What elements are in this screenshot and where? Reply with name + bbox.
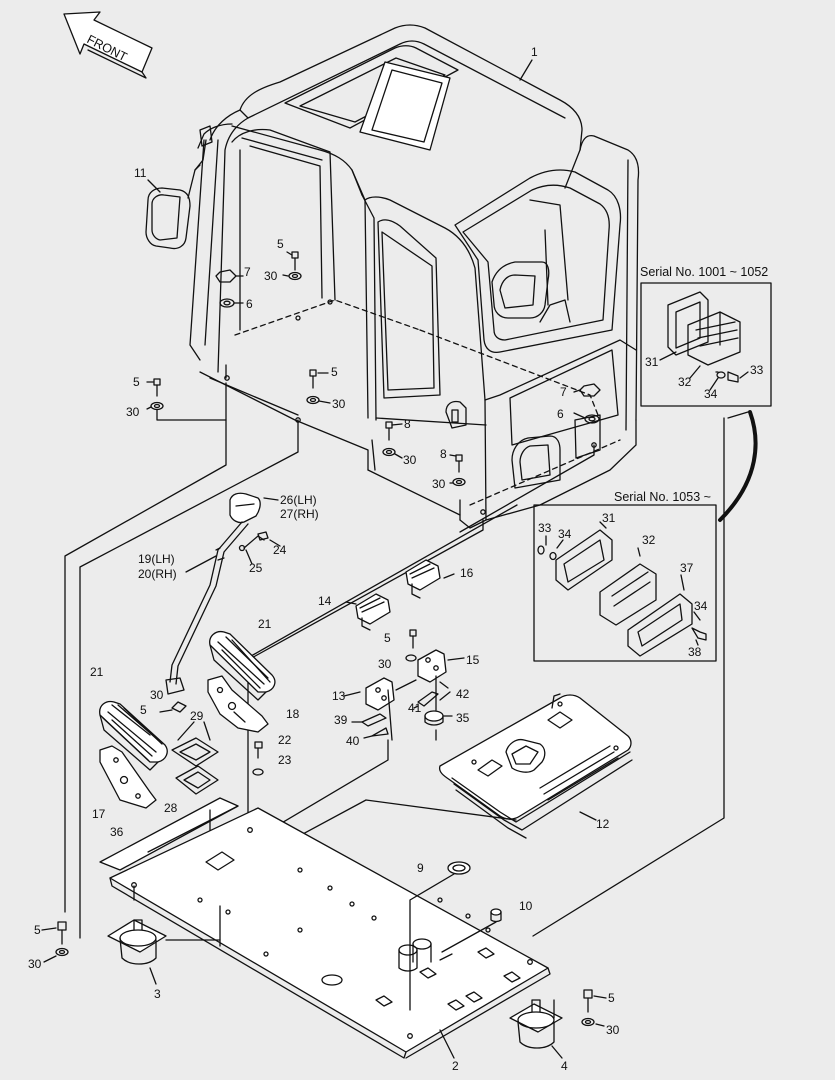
callout: 11 (134, 166, 147, 180)
leader-11 (147, 179, 161, 193)
callout: 30 (403, 453, 417, 467)
callout: 5 (140, 703, 147, 717)
callout: 27(RH) (280, 507, 319, 521)
callout: 29 (190, 709, 204, 723)
callout: 34 (704, 387, 718, 401)
callout: 33 (538, 521, 552, 535)
callout: 9 (417, 861, 424, 875)
floor-panel-12 (235, 693, 633, 871)
callout: 24 (273, 543, 287, 557)
callout: 18 (286, 707, 300, 721)
callout: 23 (278, 753, 292, 767)
callout: 8 (404, 417, 411, 431)
callout: 16 (460, 566, 474, 580)
callout: 17 (92, 807, 106, 821)
callout: 28 (164, 801, 178, 815)
callout: 41 (408, 701, 422, 715)
inset-serial-1053 (533, 504, 717, 662)
floor-plate (109, 807, 551, 1059)
callout: 5 (384, 631, 391, 645)
callout: 32 (678, 375, 692, 389)
cab-fasteners (146, 251, 601, 487)
callout: 25 (249, 561, 263, 575)
callout: 40 (346, 734, 360, 748)
callout: 15 (466, 653, 480, 667)
pedal-left (99, 700, 168, 771)
callout: 30 (150, 688, 164, 702)
callout: 5 (133, 375, 140, 389)
callout: 19(LH) (138, 552, 175, 566)
callout: 32 (642, 533, 656, 547)
callout: 5 (608, 991, 615, 1005)
callout: 8 (440, 447, 447, 461)
callout: 30 (28, 957, 42, 971)
callout-labels: 1 11 5 30 7 6 5 30 5 30 8 30 8 30 7 6 31… (28, 45, 764, 1073)
callout: 38 (688, 645, 702, 659)
travel-pedal-brackets (235, 559, 465, 851)
callout: 39 (334, 713, 348, 727)
callout: 4 (561, 1059, 568, 1073)
callout: 6 (557, 407, 564, 421)
callout: 2 (452, 1059, 459, 1073)
cab-assembly (189, 24, 640, 529)
callout: 31 (602, 511, 616, 525)
callout: 35 (456, 711, 470, 725)
inset-connector (718, 410, 758, 522)
callout: 30 (264, 269, 278, 283)
callout: 42 (456, 687, 470, 701)
inset-1-title: Serial No. 1001 ~ 1052 (640, 265, 768, 279)
callout: 26(LH) (280, 493, 317, 507)
callout: 1 (531, 45, 538, 59)
callout: 3 (154, 987, 161, 1001)
mirror-part (145, 125, 213, 250)
callout: 30 (332, 397, 346, 411)
assembly-guide-lines (64, 411, 749, 939)
callout: 7 (244, 265, 251, 279)
callout: 34 (558, 527, 572, 541)
callout: 6 (246, 297, 253, 311)
callout: 5 (331, 365, 338, 379)
callout: 14 (318, 594, 332, 608)
callout: 21 (90, 665, 104, 679)
callout: 30 (126, 405, 140, 419)
front-arrow-icon: FRONT (63, 11, 153, 79)
callout: 12 (596, 817, 610, 831)
callout: 20(RH) (138, 567, 177, 581)
callout: 30 (606, 1023, 620, 1037)
callout: 10 (519, 899, 533, 913)
callout: 5 (34, 923, 41, 937)
callout: 33 (750, 363, 764, 377)
callout: 30 (432, 477, 446, 491)
callout: 13 (332, 689, 346, 703)
lever-assembly (165, 492, 281, 695)
callout: 5 (277, 237, 284, 251)
pedal-right (209, 630, 276, 701)
mounts (41, 919, 607, 1059)
pedal-brackets (99, 675, 269, 809)
callout: 30 (378, 657, 392, 671)
callout: 21 (258, 617, 272, 631)
callout: 22 (278, 733, 292, 747)
callout: 36 (110, 825, 124, 839)
inset-2-title: Serial No. 1053 ~ (614, 490, 711, 504)
leader-1 (519, 59, 533, 81)
callout: 7 (560, 385, 567, 399)
inset-serial-1001-1052 (640, 282, 772, 407)
callout: 37 (680, 561, 694, 575)
callout: 31 (645, 355, 659, 369)
callout: 34 (694, 599, 708, 613)
